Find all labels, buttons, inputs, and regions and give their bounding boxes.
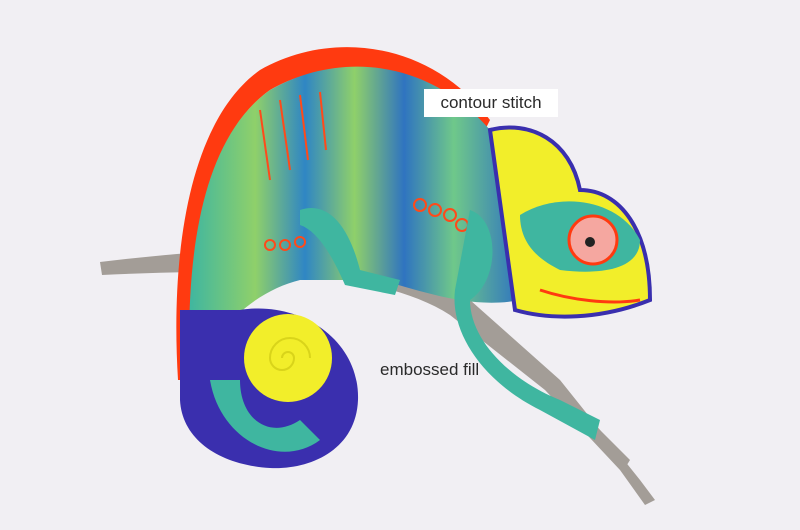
tail [180,308,359,469]
chameleon-body [189,66,520,380]
legs [300,208,600,440]
embossed-spiral [244,314,332,402]
contour-stitch-label: contour stitch [424,89,558,117]
stitch-pattern [259,91,469,251]
head [487,125,653,319]
embossed-fill-label: embossed fill [380,360,480,379]
